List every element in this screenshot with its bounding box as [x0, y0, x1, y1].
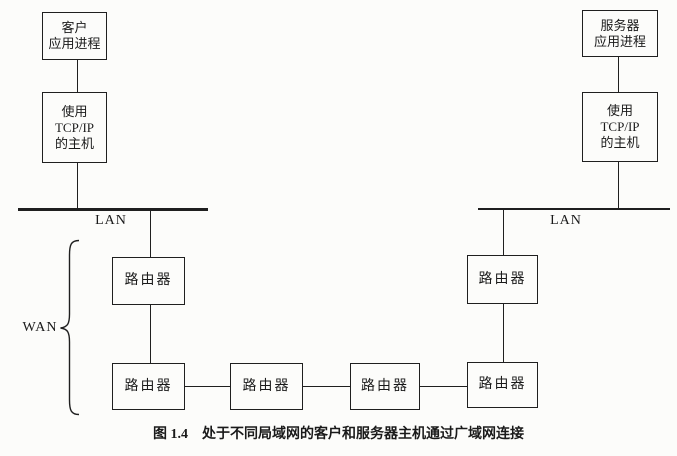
connector-client-host-lan: [77, 163, 78, 210]
server-host-label-line2: TCP/IP: [600, 119, 640, 134]
figure-caption-text: 处于不同局域网的客户和服务器主机通过广域网连接: [202, 427, 524, 442]
lan-label-right: LAN: [550, 213, 582, 228]
client-host-label-line2: TCP/IP: [54, 119, 94, 135]
router-label: 路由器: [124, 378, 173, 394]
client-app-label-line2: 应用进程: [48, 36, 101, 51]
server-app-label-line1: 服务器: [600, 17, 640, 33]
connector-right-routers: [503, 304, 504, 362]
server-host-label-line3: 的主机: [600, 135, 640, 150]
router-label: 路由器: [361, 378, 409, 394]
connector-lan-left-router: [150, 211, 151, 257]
lan-label-left: LAN: [95, 213, 127, 228]
connector-lan-right-router: [503, 210, 504, 255]
server-app-label-line2: 应用进程: [593, 33, 646, 49]
client-app-box: 客户 应用进程: [42, 12, 107, 60]
router-box-left-bottom: 路由器: [112, 363, 185, 410]
connector-router-chain-1: [185, 386, 230, 387]
server-host-label-line1: 使用: [606, 103, 633, 118]
client-host-label-line1: 使用: [61, 103, 88, 119]
connector-router-chain-2: [303, 386, 350, 387]
client-app-label-line1: 客户: [61, 20, 88, 35]
wan-label: WAN: [22, 320, 58, 335]
server-app-box: 服务器 应用进程: [582, 10, 658, 57]
wan-brace: [60, 239, 80, 416]
client-host-label-line3: 的主机: [54, 135, 94, 151]
router-box-left-top: 路由器: [112, 257, 185, 305]
router-label: 路由器: [478, 377, 527, 392]
router-box-middle-left: 路由器: [230, 363, 303, 410]
connector-client-app-host: [77, 60, 78, 92]
connector-left-routers: [150, 305, 151, 363]
connector-server-host-lan: [618, 162, 619, 208]
router-label: 路由器: [242, 378, 291, 394]
router-box-right-top: 路由器: [467, 255, 538, 304]
lan-bus-left: [18, 208, 208, 211]
router-box-right-bottom: 路由器: [467, 362, 538, 408]
connector-server-app-host: [618, 57, 619, 92]
lan-bus-right: [478, 208, 670, 210]
router-label: 路由器: [478, 271, 527, 287]
figure-caption: 图 1.4 处于不同局域网的客户和服务器主机通过广域网连接: [0, 423, 677, 443]
figure-caption-number: 图 1.4: [153, 427, 188, 442]
client-host-box: 使用 TCP/IP 的主机: [42, 92, 107, 163]
server-host-box: 使用 TCP/IP 的主机: [582, 92, 658, 162]
router-box-middle-right: 路由器: [350, 363, 420, 410]
router-label: 路由器: [124, 273, 173, 288]
connector-router-chain-3: [420, 386, 467, 387]
